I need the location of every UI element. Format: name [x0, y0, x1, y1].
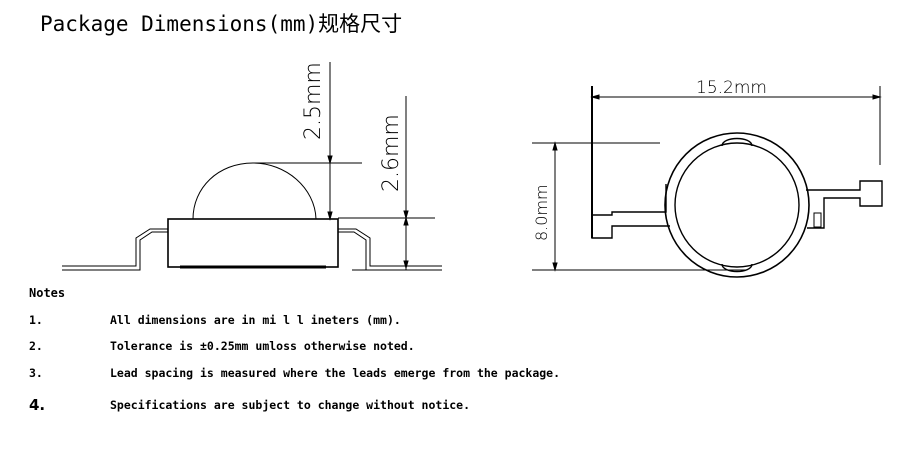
- note-number: 1.: [29, 313, 43, 327]
- note-text: Specifications are subject to change wit…: [110, 398, 471, 412]
- note-number: 4.: [29, 396, 46, 414]
- lens-dome: [192, 162, 317, 220]
- overall-height-label: 8.0mm: [532, 184, 551, 241]
- package-body: [167, 218, 339, 268]
- note-text: Tolerance is ±0.25mm umloss otherwise no…: [110, 339, 415, 353]
- outer-ring: [664, 132, 810, 278]
- note-text: All dimensions are in mi l l ineters (mm…: [110, 313, 401, 327]
- notes-heading: Notes: [29, 286, 66, 300]
- body-height-label: 2.6mm: [379, 114, 404, 192]
- note-number: 2.: [29, 339, 43, 353]
- right-lead-tab: [806, 180, 883, 229]
- page-title: Package Dimensions(mm)规格尺寸: [40, 12, 403, 36]
- right-lead: [338, 228, 442, 271]
- note-text: Lead spacing is measured where the leads…: [110, 366, 561, 380]
- note-number: 3.: [29, 366, 43, 380]
- package-drawing: 2.5mm 2.6mm 15.2mm 8.0mm: [62, 62, 883, 278]
- left-lead-tab: [591, 184, 670, 239]
- overall-width-label: 15.2mm: [696, 78, 767, 98]
- dome-height-label: 2.5mm: [301, 62, 326, 140]
- left-lead: [62, 228, 168, 271]
- inner-ring: [674, 142, 800, 268]
